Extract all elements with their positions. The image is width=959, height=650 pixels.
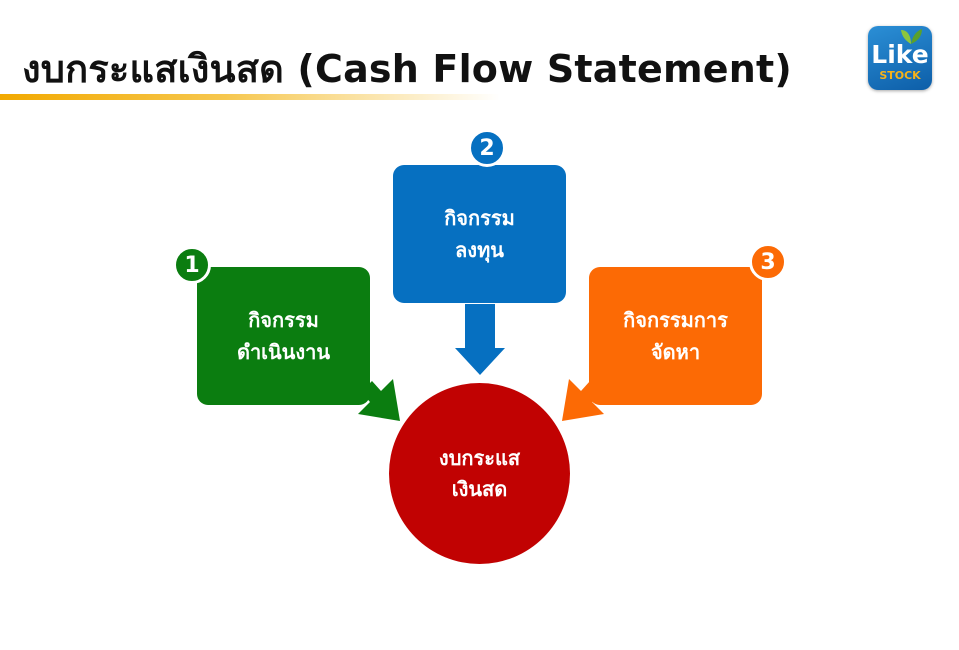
center-label-line2: เงินสด (451, 476, 508, 501)
leaf-icon (901, 29, 922, 44)
financing-activities-label-line1: กิจกรรมการ (623, 308, 728, 332)
title-underline (0, 94, 500, 100)
center-label-line1: งบกระแส (438, 445, 521, 470)
step-badge-2: 2 (468, 129, 506, 167)
financing-activities-label-line2: จัดหา (650, 340, 701, 364)
cash-flow-statement-circle: งบกระแส เงินสด (389, 383, 570, 564)
operating-activities-label-line2: ดำเนินงาน (236, 340, 331, 364)
arrow-investing-to-center (455, 304, 505, 375)
investing-activities-box: กิจกรรม ลงทุน (393, 165, 566, 303)
page-title: งบกระแสเงินสด (Cash Flow Statement) (22, 47, 792, 91)
logo-text-like: Like (871, 40, 929, 69)
operating-activities-label-line1: กิจกรรม (248, 308, 319, 332)
likestock-logo: Like STOCK (868, 26, 932, 90)
investing-activities-label-line1: กิจกรรม (444, 206, 515, 230)
logo-text-stock: STOCK (879, 69, 921, 82)
step-badge-3: 3 (749, 243, 787, 281)
step-badge-1: 1 (173, 246, 211, 284)
investing-activities-label-line2: ลงทุน (455, 238, 504, 262)
operating-activities-box: กิจกรรม ดำเนินงาน (197, 267, 370, 405)
financing-activities-box: กิจกรรมการ จัดหา (589, 267, 762, 405)
